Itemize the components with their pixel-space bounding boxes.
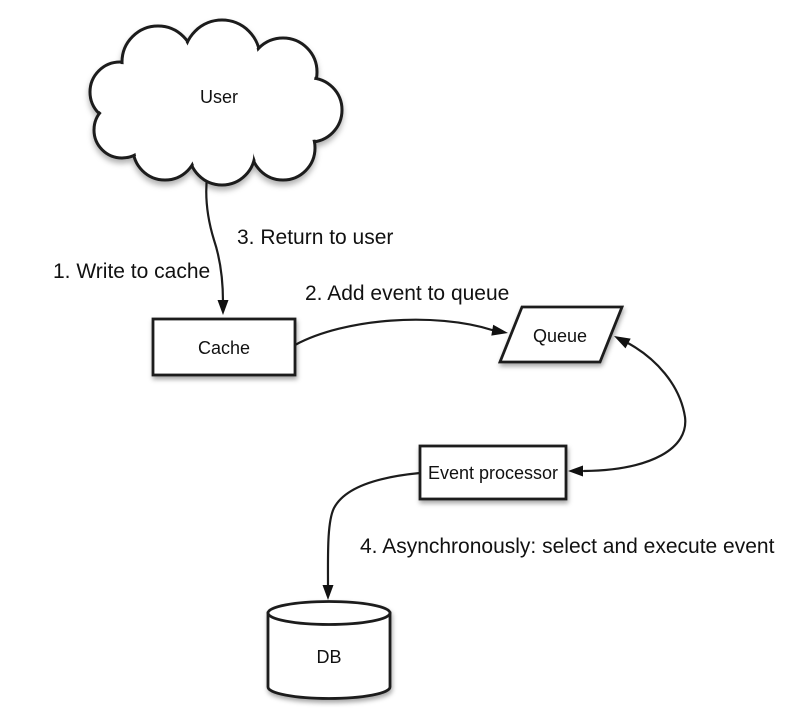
db-label: DB bbox=[316, 647, 341, 667]
cloud-shape-icon bbox=[88, 18, 344, 187]
arrowhead-into-event-processor bbox=[568, 465, 583, 477]
arrowhead-into-queue-right bbox=[614, 336, 631, 349]
queue-parallelogram bbox=[497, 305, 625, 364]
node-queue: Queue bbox=[497, 305, 625, 364]
node-user: User bbox=[88, 18, 344, 187]
event-processor-label: Event processor bbox=[428, 463, 558, 483]
edge-queue-event-processor bbox=[568, 336, 687, 477]
db-cylinder-icon bbox=[266, 600, 392, 700]
arrowhead-into-queue-left bbox=[491, 324, 508, 336]
arrowhead-into-db bbox=[322, 585, 334, 600]
cache-rectangle bbox=[151, 317, 297, 377]
queue-label: Queue bbox=[533, 326, 587, 346]
edge-event-processor-to-db bbox=[322, 471, 422, 600]
event-processor-rectangle bbox=[418, 444, 568, 501]
annotation-step-3: 3. Return to user bbox=[237, 226, 393, 249]
node-cache: Cache bbox=[151, 317, 297, 377]
node-event-processor: Event processor bbox=[418, 444, 568, 501]
arrowhead-into-cache bbox=[217, 300, 229, 315]
annotation-step-4: 4. Asynchronously: select and execute ev… bbox=[360, 535, 775, 558]
annotation-step-1: 1. Write to cache bbox=[53, 260, 210, 283]
cache-label: Cache bbox=[198, 338, 250, 358]
edge-cache-to-queue bbox=[293, 318, 508, 347]
node-db: DB bbox=[266, 600, 392, 700]
annotation-step-2: 2. Add event to queue bbox=[305, 282, 509, 305]
user-label: User bbox=[200, 87, 238, 107]
